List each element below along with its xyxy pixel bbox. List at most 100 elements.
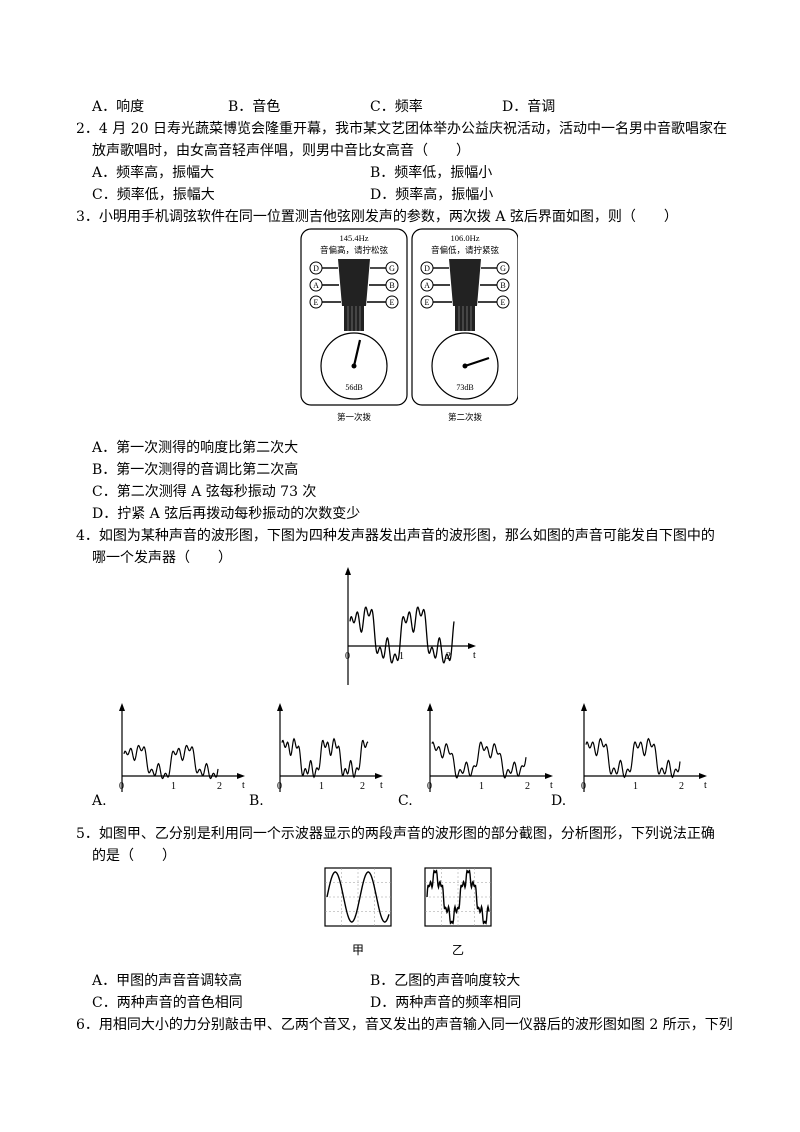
oscilloscope-wave-yi	[426, 869, 490, 925]
q3-option-d: D．拧紧 A 弦后再拨动每秒振动的次数变少	[92, 506, 361, 522]
svg-text:G: G	[500, 264, 506, 273]
q4-stem-line2: 哪一个发声器（ ）	[92, 550, 232, 566]
peg-b-1: B	[385, 278, 399, 292]
svg-text:G: G	[389, 264, 395, 273]
q5-stem-line1: 5．如图甲、乙分别是利用同一个示波器显示的两段声音的波形图的部分截图，分析图形，…	[76, 826, 715, 842]
svg-text:D: D	[424, 264, 430, 273]
d-axis-t-label: t	[704, 780, 707, 791]
c-axis-zero-label: 0	[427, 781, 432, 792]
svg-text:A: A	[313, 281, 319, 290]
q5-option-a: A．甲图的声音音调较高	[92, 973, 243, 989]
q2-option-a: A．频率高，振幅大	[92, 165, 215, 181]
peg-a-1: A	[309, 278, 323, 292]
peg-b-2: B	[496, 278, 510, 292]
q6-stem-line1: 6．用相同大小的力分别敲击甲、乙两个音叉，音叉发出的声音输入同一仪器后的波形图如…	[76, 1017, 733, 1033]
q2-stem-line2: 放声歌唱时，由女高音轻声伴唱，则男中音比女高音（ ）	[92, 143, 470, 159]
oscilloscope-wave-jia	[326, 871, 390, 923]
q4-option-d-label: D.	[551, 793, 567, 809]
tuner2-caption: 第二次拨	[448, 412, 483, 422]
peg-e-low-2: E	[420, 295, 434, 309]
caption-yi: 乙	[452, 943, 464, 957]
q2-stem-line1: 2．4 月 20 日寿光蔬菜博览会隆重开幕，我市某文艺团体举办公益庆祝活动，活动…	[76, 121, 727, 137]
db-meter-2-icon	[431, 332, 499, 400]
q3-option-c: C．第二次测得 A 弦每秒振动 73 次	[92, 484, 317, 500]
ref-axis-zero-label: 0	[345, 651, 350, 662]
wave-c-curve	[431, 741, 527, 779]
q5-stem-line2: 的是（ ）	[92, 848, 176, 864]
tuner2-db: 73dB	[456, 383, 473, 392]
q3-option-a: A．第一次测得的响度比第二次大	[92, 440, 299, 456]
q5-option-b: B．乙图的声音响度较大	[370, 973, 521, 989]
tuner1-frequency: 145.4Hz	[339, 233, 368, 243]
svg-text:E: E	[501, 298, 506, 307]
tuner2-hint: 音偏低，请拧紧弦	[431, 245, 500, 255]
peg-e-high-1: E	[385, 295, 399, 309]
svg-text:E: E	[314, 298, 319, 307]
tuner1-caption: 第一次拨	[337, 412, 372, 422]
b-axis-zero-label: 0	[277, 781, 282, 792]
ref-axis-one-label: 1	[399, 651, 404, 662]
waveform-option-a: t 0 1 2	[119, 703, 245, 792]
q5-option-d: D．两种声音的频率相同	[370, 995, 522, 1011]
q4-stem-line1: 4．如图为某种声音的波形图，下图为四种发声器发出声音的波形图，那么如图的声音可能…	[76, 528, 715, 544]
peg-d-2: D	[420, 261, 434, 275]
d-axis-two-label: 2	[679, 781, 684, 792]
wave-a-curve	[123, 744, 219, 780]
svg-text:B: B	[500, 281, 505, 290]
svg-text:A: A	[424, 281, 430, 290]
q1-option-a: A．响度	[92, 99, 145, 115]
wave-d-curve	[585, 737, 681, 779]
q3-stem: 3．小明用手机调弦软件在同一位置测吉他弦刚发声的参数，两次拨 A 弦后界面如图，…	[76, 209, 678, 225]
peg-a-2: A	[420, 278, 434, 292]
peg-e-high-2: E	[496, 295, 510, 309]
c-axis-two-label: 2	[525, 781, 530, 792]
a-axis-t-label: t	[242, 780, 245, 791]
c-axis-one-label: 1	[479, 781, 484, 792]
guitar-headstock-1-icon	[322, 259, 386, 331]
tuner-figure: 145.4Hz 音偏高，请拧松弦 D A E G B E 56dB 第一次拨	[300, 228, 518, 422]
wave-b-curve	[281, 737, 369, 779]
reference-wave-curve	[349, 606, 455, 664]
b-axis-t-label: t	[380, 780, 383, 791]
reference-waveform: t 0 1 2	[345, 567, 476, 685]
peg-d-1: D	[309, 261, 323, 275]
a-axis-one-label: 1	[171, 781, 176, 792]
q4-option-b-label: B.	[249, 793, 264, 809]
q1-option-c: C．频率	[370, 99, 423, 115]
tuner1-hint: 音偏高，请拧松弦	[320, 245, 389, 255]
ref-axis-two-label: 2	[446, 651, 451, 662]
tuner-panel-2: 106.0Hz 音偏低，请拧紧弦 D A E G B E 73dB 第二次拨	[411, 228, 518, 422]
oscilloscope-screen-yi	[424, 867, 492, 927]
oscilloscope-figure: 甲 乙	[324, 867, 492, 957]
q2-option-c: C．频率低，振幅大	[92, 187, 215, 203]
svg-text:D: D	[313, 264, 319, 273]
tuner-panel-1: 145.4Hz 音偏高，请拧松弦 D A E G B E 56dB 第一次拨	[300, 228, 408, 422]
q2-option-b: B．频率低，振幅小	[370, 165, 493, 181]
waveform-option-c: t 0 1 2	[427, 703, 553, 792]
peg-e-low-1: E	[309, 295, 323, 309]
svg-text:B: B	[389, 281, 394, 290]
q4-option-a-label: A.	[92, 793, 107, 809]
svg-text:E: E	[390, 298, 395, 307]
q1-option-b: B．音色	[228, 99, 281, 115]
waveform-option-d: t 0 1 2	[581, 703, 707, 792]
q5-option-c: C．两种声音的音色相同	[92, 995, 243, 1011]
d-axis-one-label: 1	[633, 781, 638, 792]
peg-g-2: G	[496, 261, 510, 275]
caption-jia: 甲	[352, 943, 364, 957]
b-axis-two-label: 2	[360, 781, 365, 792]
oscilloscope-screen-jia	[324, 867, 392, 927]
db-meter-1-icon	[320, 332, 388, 400]
svg-text:E: E	[425, 298, 430, 307]
ref-axis-t-label: t	[473, 650, 476, 661]
tuner2-frequency: 106.0Hz	[450, 233, 479, 243]
tuner1-db: 56dB	[345, 383, 362, 392]
q1-option-d: D．音调	[502, 99, 556, 115]
guitar-headstock-2-icon	[433, 259, 497, 331]
d-axis-zero-label: 0	[581, 781, 586, 792]
q4-option-c-label: C.	[398, 793, 413, 809]
q3-option-b: B．第一次测得的音调比第二次高	[92, 462, 299, 478]
c-axis-t-label: t	[550, 780, 553, 791]
peg-g-1: G	[385, 261, 399, 275]
q2-option-d: D．频率高，振幅小	[370, 187, 494, 203]
